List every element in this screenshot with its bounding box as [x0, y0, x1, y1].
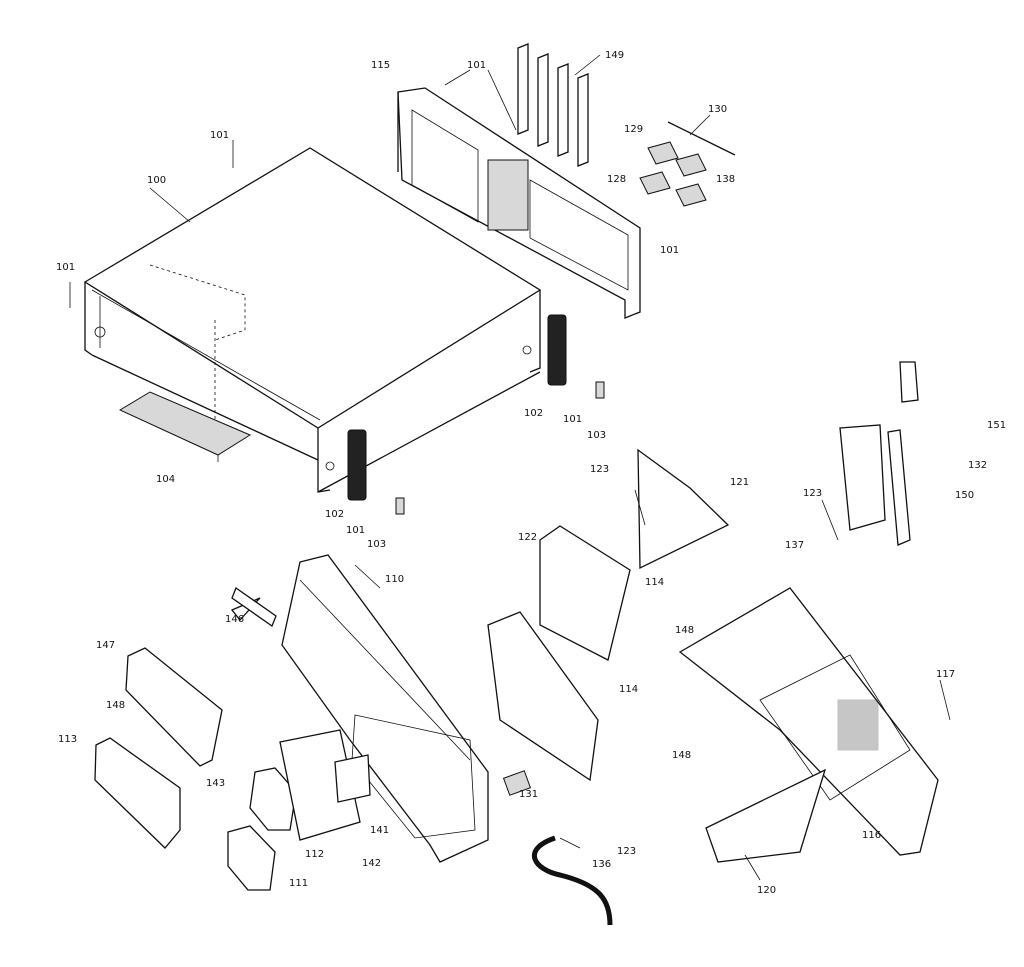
- label-121: 121: [730, 477, 749, 488]
- label-114: 114: [645, 577, 664, 588]
- card-cage: [678, 587, 939, 863]
- label-102: 102: [524, 408, 543, 419]
- label-148: 148: [106, 700, 125, 711]
- label-101: 101: [563, 414, 582, 425]
- bezel-pieces: [94, 586, 277, 849]
- part-labels: 100 101 101 101 101 101 101 102 102 103 …: [56, 50, 1006, 896]
- label-136: 136: [592, 859, 611, 870]
- label-116: 116: [862, 830, 881, 841]
- label-110: 110: [385, 574, 404, 585]
- label-120: 120: [757, 885, 776, 896]
- label-101: 101: [56, 262, 75, 273]
- label-137: 137: [785, 540, 804, 551]
- label-148: 148: [675, 625, 694, 636]
- front-panel: [281, 554, 489, 863]
- label-plates: [639, 121, 736, 207]
- label-128: 128: [607, 174, 626, 185]
- label-115: 115: [371, 60, 390, 71]
- side-handles: [347, 314, 605, 515]
- label-114: 114: [619, 684, 638, 695]
- label-131: 131: [519, 789, 538, 800]
- label-146: 146: [225, 614, 244, 625]
- label-148: 148: [672, 750, 691, 761]
- label-104: 104: [156, 474, 175, 485]
- label-151: 151: [987, 420, 1006, 431]
- label-111: 111: [289, 878, 308, 889]
- label-141: 141: [370, 825, 389, 836]
- label-132: 132: [968, 460, 987, 471]
- label-138: 138: [716, 174, 735, 185]
- label-143: 143: [206, 778, 225, 789]
- label-150: 150: [955, 490, 974, 501]
- label-101: 101: [660, 245, 679, 256]
- label-101: 101: [346, 525, 365, 536]
- label-123: 123: [617, 846, 636, 857]
- label-102: 102: [325, 509, 344, 520]
- label-117: 117: [936, 669, 955, 680]
- rear-frame: [397, 87, 641, 319]
- label-112: 112: [305, 849, 324, 860]
- label-142: 142: [362, 858, 381, 869]
- label-103: 103: [367, 539, 386, 550]
- leader-lines: [69, 54, 951, 881]
- label-129: 129: [624, 124, 643, 135]
- small-covers: [227, 767, 297, 891]
- slot-covers: [517, 43, 589, 167]
- front-brackets: [279, 729, 371, 841]
- label-101: 101: [467, 60, 486, 71]
- label-147: 147: [96, 640, 115, 651]
- label-123: 123: [803, 488, 822, 499]
- slot-brackets: [839, 361, 919, 546]
- label-130: 130: [708, 104, 727, 115]
- label-122: 122: [518, 532, 537, 543]
- label-103: 103: [587, 430, 606, 441]
- label-113: 113: [58, 734, 77, 745]
- mid-chassis: [487, 448, 730, 796]
- label-101: 101: [210, 130, 229, 141]
- label-100: 100: [147, 175, 166, 186]
- bottom-pad: [118, 391, 252, 462]
- label-123: 123: [590, 464, 609, 475]
- cable: [531, 835, 613, 926]
- label-149: 149: [605, 50, 624, 61]
